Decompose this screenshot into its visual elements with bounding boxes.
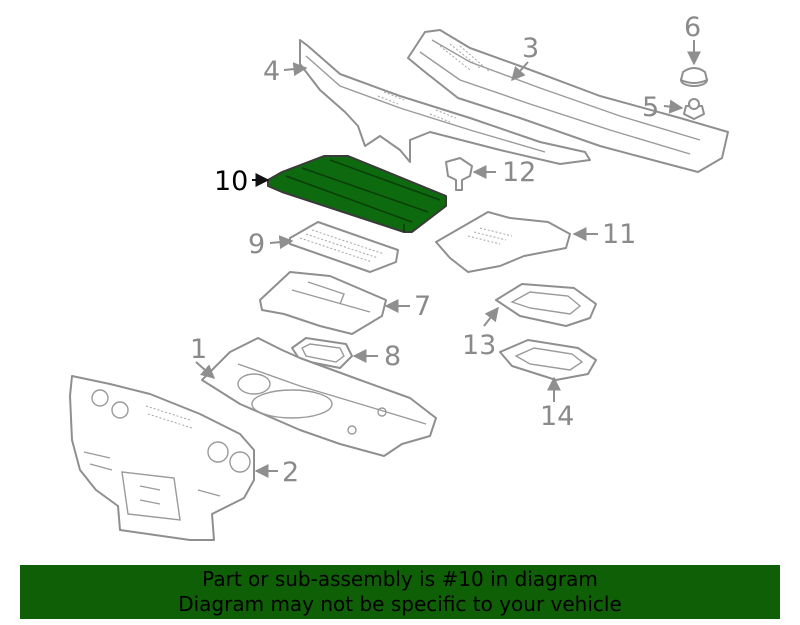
banner-line-2: Diagram may not be specific to your vehi…	[178, 592, 622, 616]
part-6-cap	[680, 67, 708, 87]
part-14-gasket	[499, 339, 597, 381]
callout-12: 12	[502, 157, 536, 188]
info-banner: Part or sub-assembly is #10 in diagram D…	[20, 565, 780, 619]
part-1-plenum	[201, 337, 437, 457]
part-3-cowl-panel	[407, 29, 729, 173]
callout-6: 6	[684, 12, 701, 43]
callout-9: 9	[248, 229, 265, 260]
callout-7: 7	[414, 291, 431, 322]
parts-diagram: 1 2 3 4 5 6 7 8 9 10 11 12 13 14	[69, 12, 729, 541]
callout-2: 2	[282, 457, 299, 488]
callout-5: 5	[642, 92, 659, 123]
part-10-highlighted-panel	[267, 155, 447, 233]
part-12-clip	[445, 157, 473, 191]
part-2-dash-panel	[69, 375, 255, 541]
callout-1: 1	[190, 334, 207, 365]
banner-line-1: Part or sub-assembly is #10 in diagram	[202, 567, 598, 591]
callout-4: 4	[263, 56, 280, 87]
part-13-gasket	[495, 283, 597, 327]
part-5-nut	[683, 98, 705, 120]
callout-11: 11	[602, 219, 636, 250]
part-7-housing	[259, 271, 387, 335]
part-9-filter	[289, 221, 399, 273]
callout-3: 3	[522, 33, 539, 64]
callout-10: 10	[214, 166, 248, 197]
part-11-plate	[435, 211, 571, 273]
callout-13: 13	[462, 330, 496, 361]
callout-labels: 1 2 3 4 5 6 7 8 9 10 11 12 13 14	[190, 12, 701, 488]
callout-8: 8	[384, 341, 401, 372]
callout-14: 14	[540, 401, 574, 432]
part-4-cowl-screen	[299, 39, 591, 165]
leader-lines	[195, 40, 701, 478]
